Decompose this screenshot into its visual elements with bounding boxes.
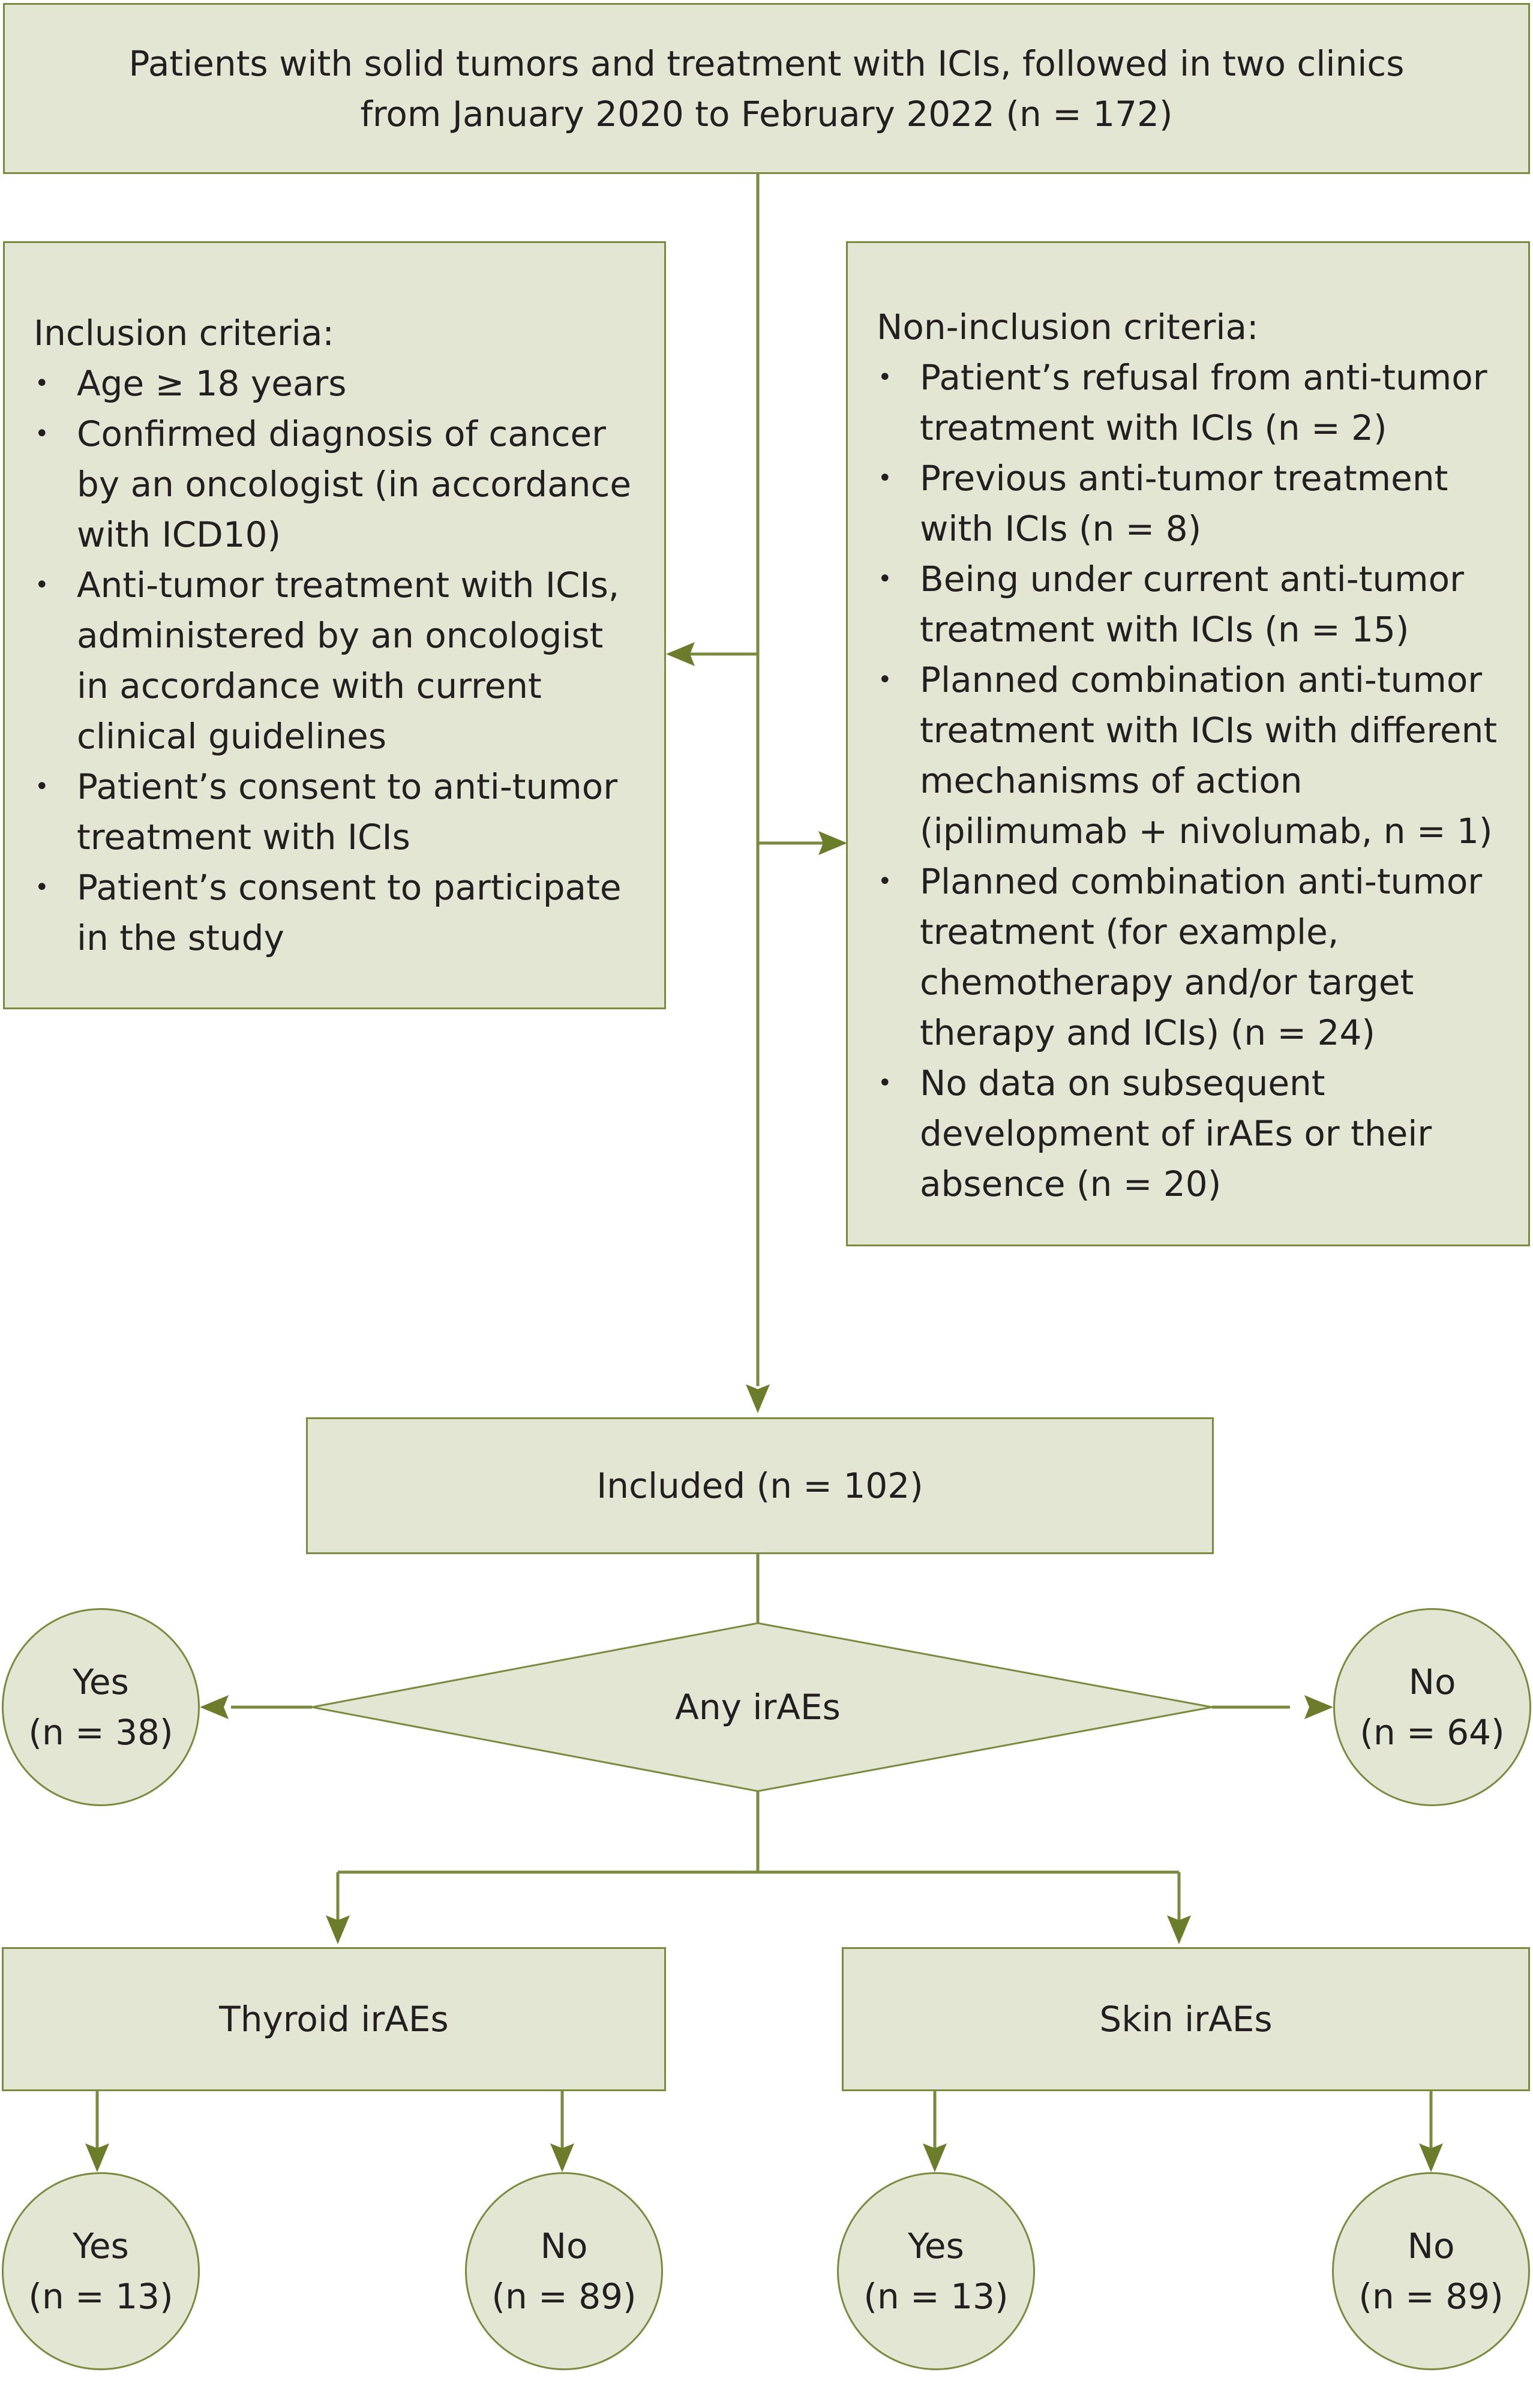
bullet-icon: •: [35, 571, 49, 599]
skin-no-circle: No (n = 89): [1332, 2172, 1530, 2370]
arrow-head: [1419, 2143, 1443, 2172]
circle-label: Yes: [73, 2226, 129, 2266]
bullet-icon: •: [878, 464, 892, 492]
inclusion-item-text: Age ≥ 18 years: [77, 363, 347, 404]
bullet-icon: •: [878, 1069, 892, 1097]
list-item: • No data on subsequent development of ir…: [877, 1058, 1504, 1209]
skin-irae-label: Skin irAEs: [1099, 1999, 1273, 2040]
skin-yes-circle: Yes (n = 13): [837, 2172, 1035, 2370]
bullet-icon: •: [878, 364, 892, 391]
arrow-head: [1304, 1695, 1333, 1719]
skin-irae-box: Skin irAEs: [842, 1947, 1530, 2091]
list-item: • Planned combination anti-tumor treatmen…: [877, 856, 1504, 1058]
non-inclusion-item-text: Planned combination anti-tumor treatment…: [920, 659, 1498, 851]
bullet-icon: •: [35, 370, 49, 397]
thyroid-no-circle: No (n = 89): [465, 2172, 663, 2370]
circle-label: No: [1407, 2226, 1455, 2266]
non-inclusion-criteria-box: Non-inclusion criteria: • Patient’s refus…: [846, 241, 1530, 1246]
thyroid-yes-circle: Yes (n = 13): [2, 2172, 200, 2370]
list-item: • Confirmed diagnosis of cancer by an onc…: [34, 409, 640, 560]
any-irae-label: Any irAEs: [675, 1687, 841, 1728]
source-population-line-2: from January 2020 to February 2022 (n = …: [360, 93, 1173, 134]
circle-label: No: [540, 2226, 588, 2266]
circle-label: Yes: [908, 2226, 964, 2266]
non-inclusion-criteria-title: Non-inclusion criteria:: [877, 307, 1259, 347]
circle-count: (n = 13): [28, 2276, 173, 2317]
decision-diamond: [311, 1622, 1213, 1792]
list-item: • Anti-tumor treatment with ICIs, adminis…: [34, 560, 640, 761]
non-inclusion-item-text: Being under current anti-tumor treatment…: [920, 559, 1464, 650]
source-population-text: Patients with solid tumors and treatment…: [128, 38, 1404, 139]
included-box: Included (n = 102): [306, 1417, 1214, 1554]
non-inclusion-item-text: Planned combination anti-tumor treatment…: [920, 861, 1483, 1053]
non-inclusion-item-text: Previous anti-tumor treatment with ICIs …: [920, 458, 1448, 549]
inclusion-item-text: Anti-tumor treatment with ICIs, administ…: [77, 565, 620, 757]
bullet-icon: •: [878, 868, 892, 895]
inclusion-item-text: Confirmed diagnosis of cancer by an onco…: [77, 413, 632, 555]
arrow-head: [550, 2143, 574, 2172]
arrow-head: [200, 1695, 229, 1719]
arrow-head: [326, 1915, 350, 1944]
circle-count: (n = 64): [1360, 1712, 1505, 1753]
arrow-head: [666, 642, 695, 666]
inclusion-criteria-list: • Age ≥ 18 years • Confirmed diagnosis of …: [34, 358, 640, 963]
bullet-icon: •: [35, 874, 49, 901]
inclusion-item-text: Patient’s consent to participate in the …: [77, 867, 622, 958]
source-population-box: Patients with solid tumors and treatment…: [3, 3, 1530, 174]
bullet-icon: •: [35, 420, 49, 448]
inclusion-criteria-box: Inclusion criteria: • Age ≥ 18 years • Con…: [3, 241, 666, 1009]
list-item: • Patient’s refusal from anti-tumor treat…: [877, 352, 1504, 453]
bullet-icon: •: [878, 565, 892, 593]
thyroid-irae-box: Thyroid irAEs: [2, 1947, 666, 2091]
bullet-icon: •: [878, 666, 892, 694]
arrow-head: [923, 2143, 947, 2172]
non-inclusion-item-text: Patient’s refusal from anti-tumor treatm…: [920, 357, 1487, 448]
arrow-head: [85, 2143, 109, 2172]
arrow-head: [746, 1384, 770, 1413]
circle-count: (n = 38): [28, 1712, 173, 1753]
circle-label: No: [1408, 1662, 1456, 1702]
circle-count: (n = 89): [1358, 2276, 1504, 2317]
list-item: • Previous anti-tumor treatment with ICIs…: [877, 453, 1504, 554]
inclusion-criteria-title: Inclusion criteria:: [34, 313, 334, 353]
list-item: • Age ≥ 18 years: [34, 358, 640, 409]
non-inclusion-criteria-list: • Patient’s refusal from anti-tumor treat…: [877, 352, 1504, 1209]
bullet-icon: •: [35, 773, 49, 800]
arrow-head: [1167, 1915, 1191, 1944]
list-item: • Being under current anti-tumor treatmen…: [877, 554, 1504, 655]
circle-label: Yes: [73, 1662, 129, 1702]
arrow-head: [818, 831, 847, 855]
circle-count: (n = 89): [491, 2276, 637, 2317]
thyroid-irae-label: Thyroid irAEs: [219, 1999, 449, 2040]
inclusion-item-text: Patient’s consent to anti-tumor treatmen…: [77, 766, 618, 857]
non-inclusion-item-text: No data on subsequent development of irA…: [920, 1063, 1432, 1204]
circle-count: (n = 13): [863, 2276, 1009, 2317]
source-population-line-1: Patients with solid tumors and treatment…: [128, 43, 1405, 84]
list-item: • Patient’s consent to participate in the…: [34, 862, 640, 963]
included-label: Included (n = 102): [596, 1465, 923, 1506]
list-item: • Patient’s consent to anti-tumor treatme…: [34, 761, 640, 862]
list-item: • Planned combination anti-tumor treatmen…: [877, 655, 1504, 856]
any-irae-no-circle: No (n = 64): [1333, 1608, 1531, 1806]
any-irae-yes-circle: Yes (n = 38): [2, 1608, 200, 1806]
